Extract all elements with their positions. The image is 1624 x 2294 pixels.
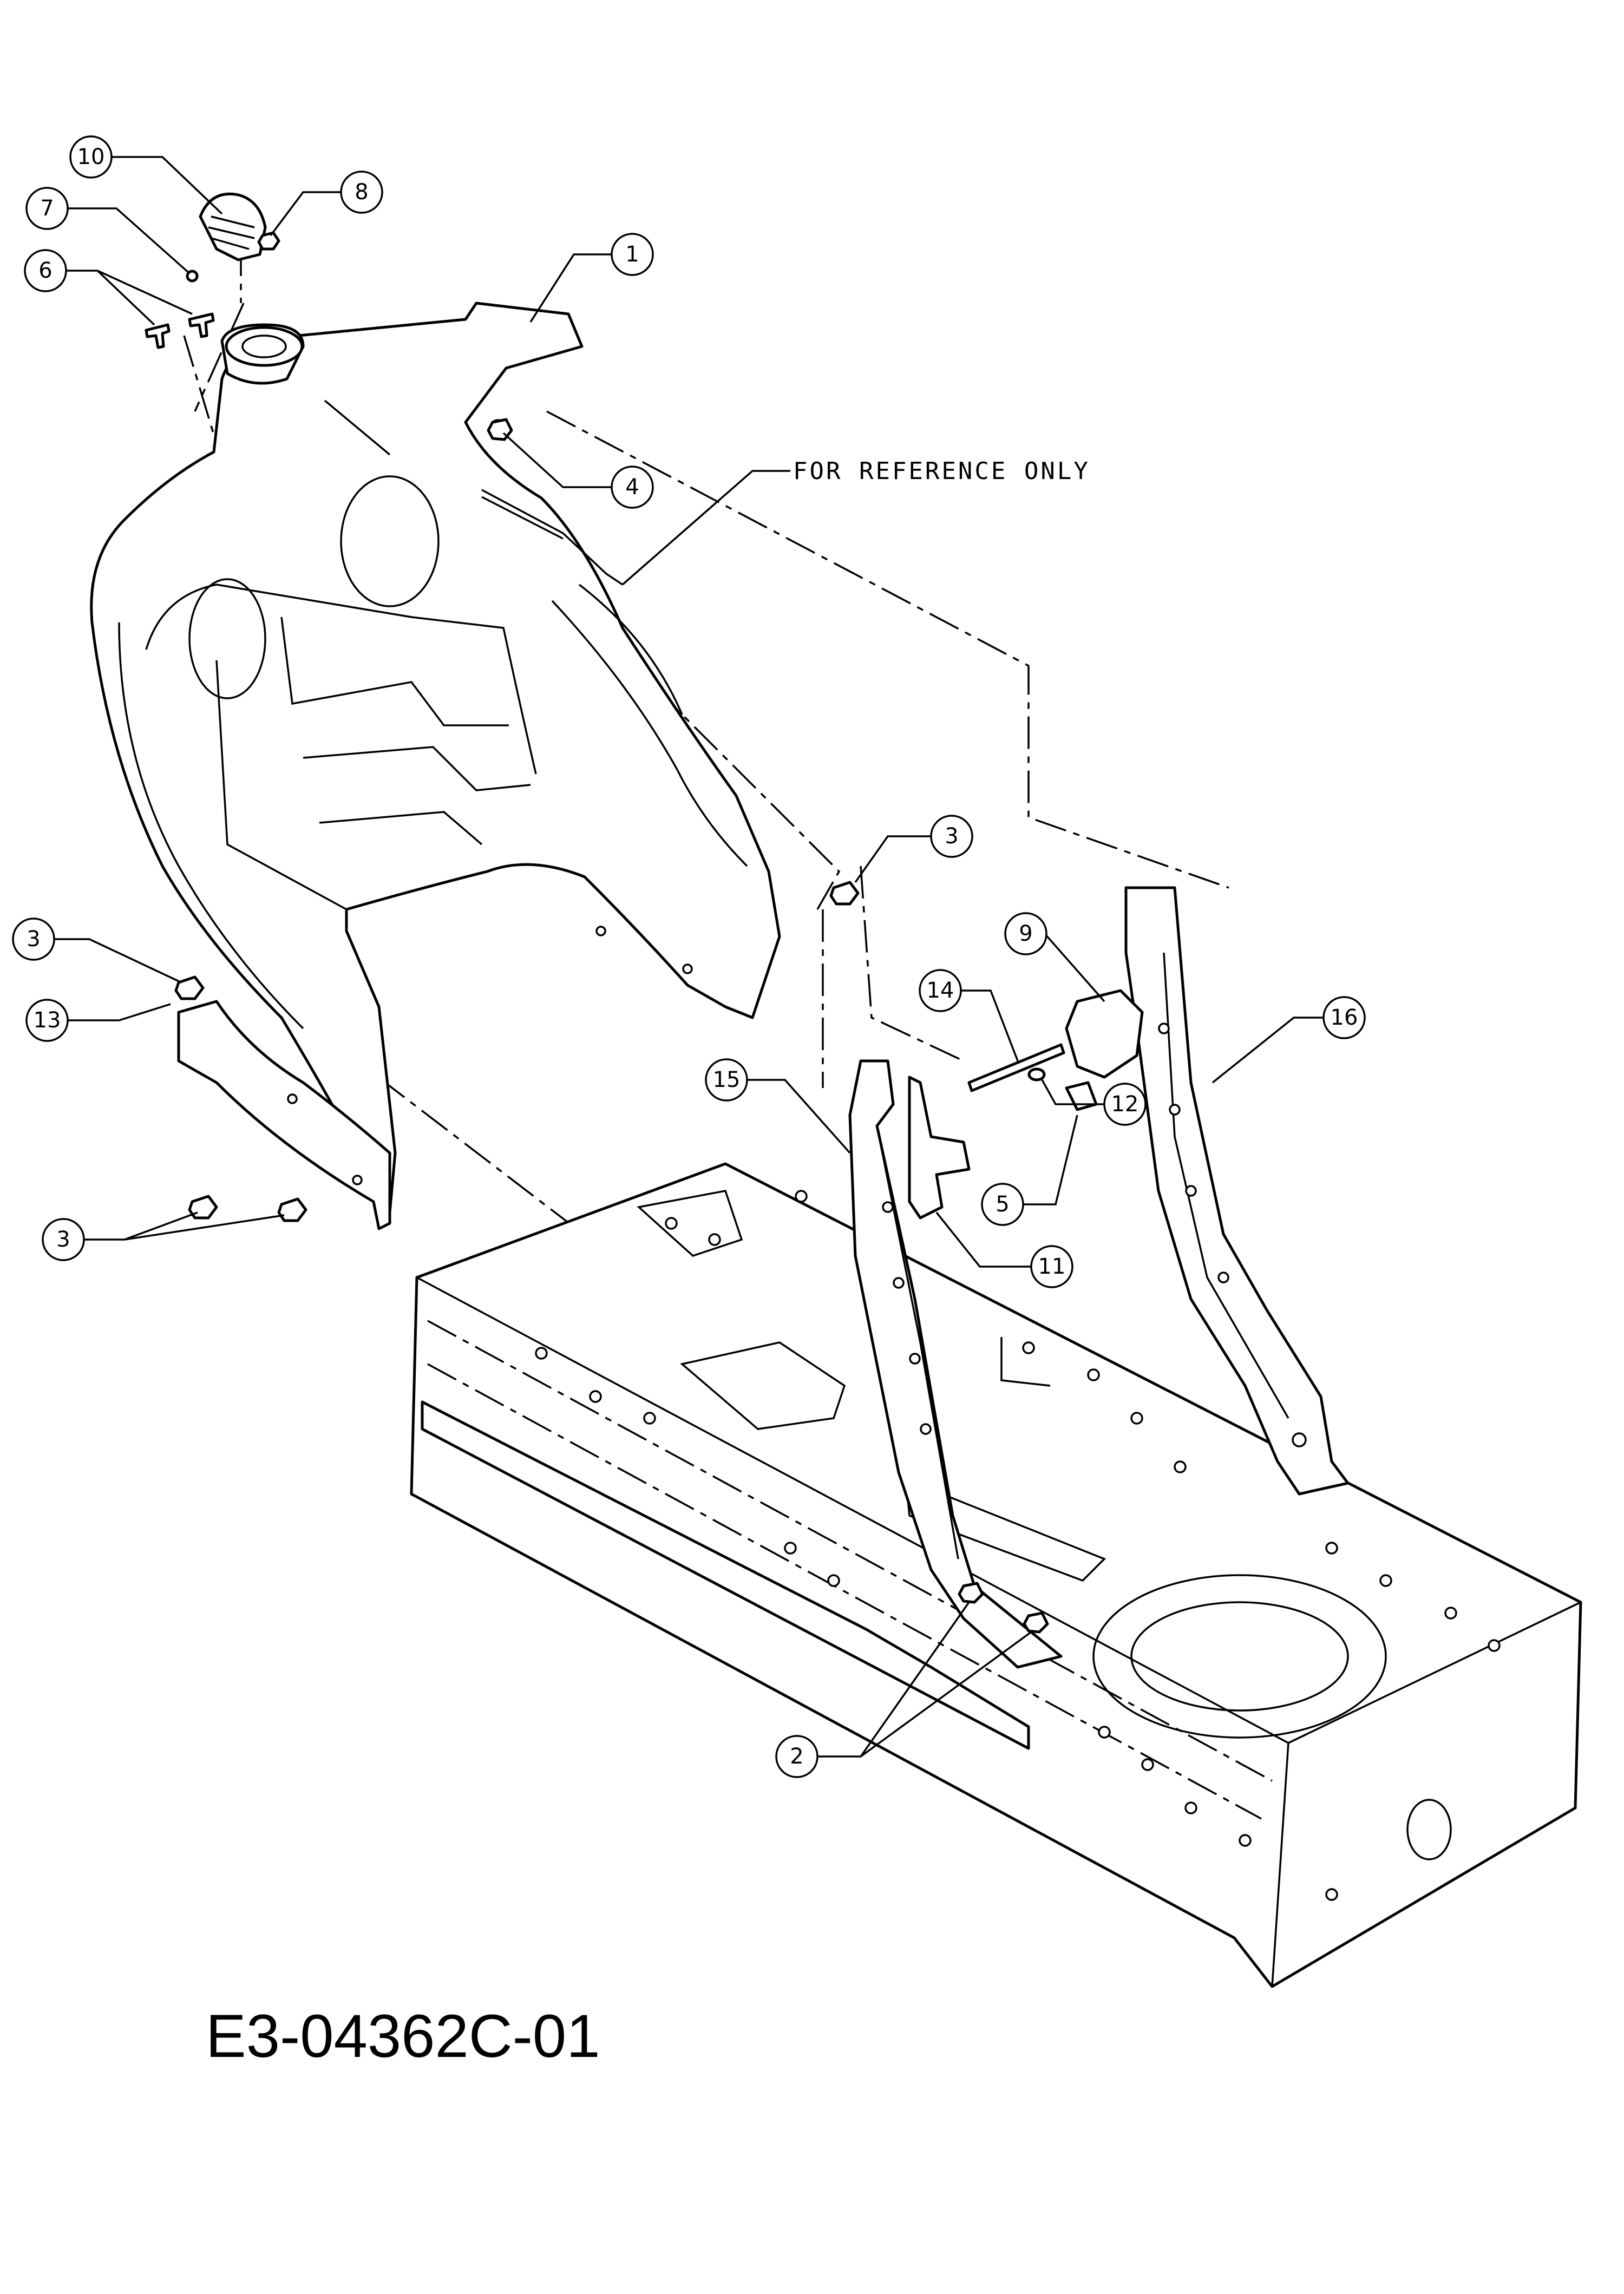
svg-text:5: 5 bbox=[996, 1192, 1009, 1217]
callout-14: 14 bbox=[919, 969, 1019, 1061]
nut-part bbox=[958, 1582, 984, 1604]
callout-3-left: 3 bbox=[12, 917, 182, 984]
svg-text:12: 12 bbox=[1111, 1092, 1139, 1117]
callout-7: 7 bbox=[25, 187, 191, 274]
callout-2: 2 bbox=[775, 1601, 1032, 1778]
callouts: 10 8 7 6 1 4 FOR REFERENCE bbox=[12, 135, 1366, 1778]
rivet-part bbox=[145, 323, 171, 349]
washer-part bbox=[1027, 1067, 1046, 1082]
svg-text:6: 6 bbox=[38, 258, 52, 283]
svg-text:16: 16 bbox=[1331, 1005, 1358, 1030]
drawing-number: E3-04362C-01 bbox=[206, 2002, 600, 2070]
svg-text:9: 9 bbox=[1019, 921, 1032, 946]
callout-3-upper: 3 bbox=[854, 815, 973, 883]
callout-12: 12 bbox=[1041, 1079, 1147, 1126]
svg-text:11: 11 bbox=[1038, 1254, 1066, 1279]
bolt-part bbox=[174, 975, 205, 1000]
dash-tower-housing bbox=[90, 302, 781, 1214]
callout-13: 13 bbox=[25, 999, 171, 1042]
svg-text:3: 3 bbox=[56, 1227, 70, 1252]
bolt-part bbox=[829, 881, 860, 906]
callout-1: 1 bbox=[529, 233, 654, 323]
rod-part bbox=[967, 1043, 1065, 1092]
callout-9: 9 bbox=[1004, 912, 1105, 1002]
screw-part bbox=[186, 270, 199, 283]
callout-6: 6 bbox=[24, 249, 193, 326]
lever-bracket-part bbox=[908, 1076, 971, 1220]
svg-text:3: 3 bbox=[27, 927, 40, 952]
callout-10: 10 bbox=[69, 135, 223, 215]
frame-holes bbox=[535, 1190, 1501, 1901]
side-panel-bracket bbox=[177, 1000, 391, 1230]
small-parts bbox=[145, 192, 1144, 1634]
right-upright-support bbox=[1124, 886, 1350, 1496]
spring-part bbox=[199, 192, 267, 261]
svg-text:7: 7 bbox=[40, 196, 54, 221]
rivet-part bbox=[188, 312, 215, 338]
svg-text:1: 1 bbox=[625, 242, 639, 267]
left-upright-support bbox=[848, 1059, 1063, 1669]
svg-text:10: 10 bbox=[77, 145, 105, 169]
knob-part bbox=[1065, 989, 1144, 1079]
nut-part bbox=[257, 231, 280, 251]
callout-4: 4 bbox=[502, 432, 654, 509]
svg-text:2: 2 bbox=[790, 1744, 803, 1769]
svg-text:8: 8 bbox=[355, 180, 368, 205]
bolt-part bbox=[1065, 1081, 1098, 1111]
callout-8: 8 bbox=[270, 171, 383, 237]
svg-text:14: 14 bbox=[927, 978, 954, 1003]
reference-note: FOR REFERENCE ONLY bbox=[621, 457, 1090, 586]
callout-3-bottom: 3 bbox=[42, 1211, 285, 1261]
main-frame bbox=[410, 1162, 1582, 1988]
svg-text:13: 13 bbox=[34, 1008, 61, 1033]
svg-text:3: 3 bbox=[945, 824, 958, 849]
svg-text:FOR REFERENCE ONLY: FOR REFERENCE ONLY bbox=[793, 457, 1090, 485]
callout-16: 16 bbox=[1212, 996, 1366, 1084]
callout-11: 11 bbox=[935, 1211, 1073, 1288]
bolt-part bbox=[277, 1197, 307, 1222]
svg-text:4: 4 bbox=[625, 475, 639, 500]
svg-text:15: 15 bbox=[713, 1067, 741, 1092]
callout-5: 5 bbox=[981, 1115, 1078, 1226]
callout-15: 15 bbox=[705, 1058, 851, 1154]
nut-part bbox=[1023, 1611, 1049, 1634]
